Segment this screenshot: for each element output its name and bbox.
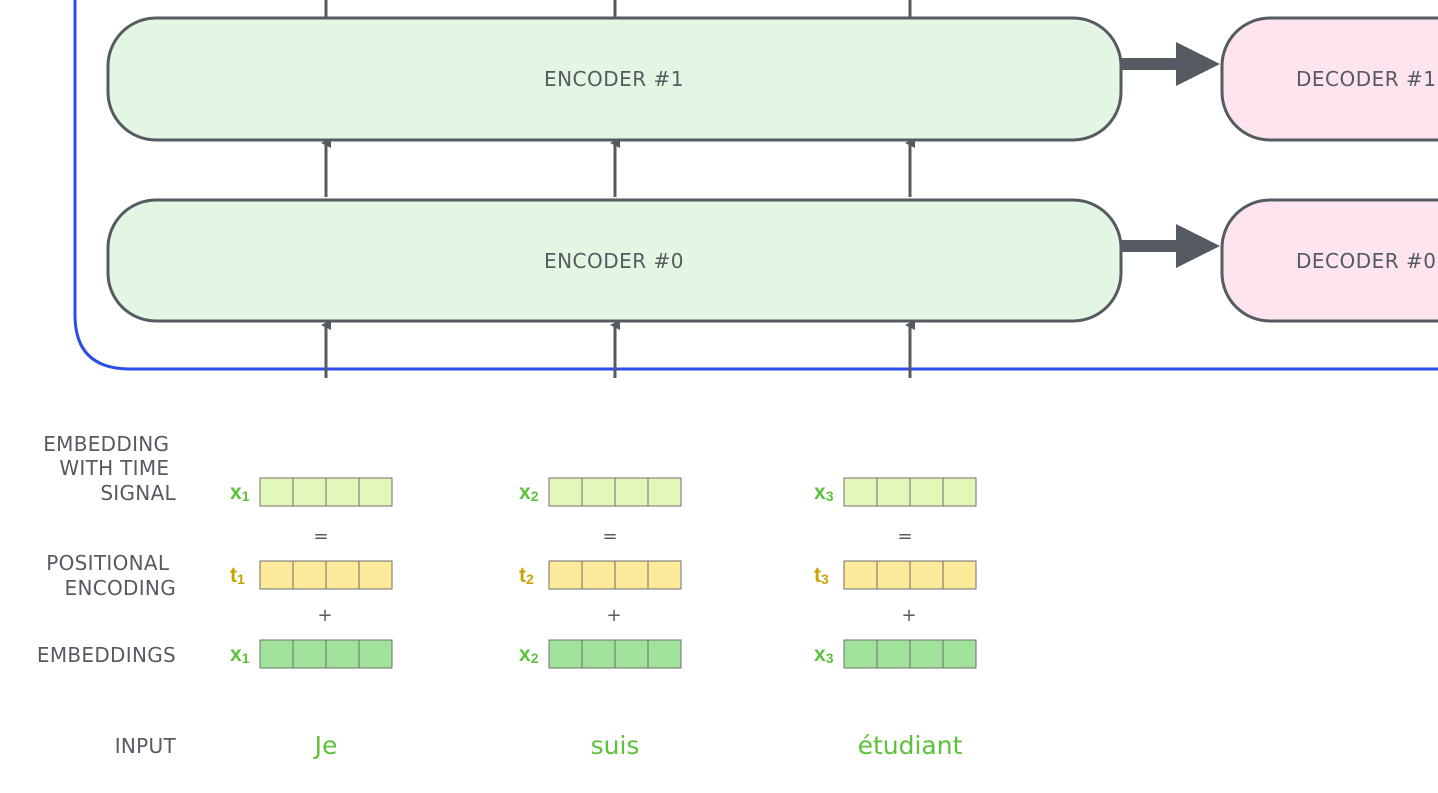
embedding-vector-cell	[548, 639, 583, 669]
signal-vector-cell	[909, 477, 944, 507]
embedding-vector-label-1: x1	[230, 643, 250, 666]
signal-vector-cell	[548, 477, 583, 507]
decoder-0: DECODER #0	[1220, 198, 1438, 323]
equals-sign-1: =	[313, 526, 328, 547]
signal-vector-cell	[581, 477, 616, 507]
embedding-vector-cell	[292, 639, 327, 669]
positional-vector-label-1: t1	[230, 564, 245, 587]
label-positional-encoding: POSITIONAL ENCODING	[46, 551, 176, 600]
positional-vector-cell	[942, 560, 977, 590]
signal-vector-cell	[358, 477, 393, 507]
stack-border	[73, 0, 1438, 371]
embedding-vector-cell	[843, 639, 878, 669]
signal-vector-label-2: x2	[519, 481, 539, 504]
encoder-1-to-decoder-1-arrow	[1121, 42, 1220, 86]
signal-vector-cell	[942, 477, 977, 507]
plus-sign-1: +	[317, 605, 332, 626]
signal-vector-cell	[614, 477, 649, 507]
embedding-vector-label-3: x3	[814, 643, 834, 666]
positional-vector-cell	[548, 560, 583, 590]
embedding-vector-cell	[259, 639, 294, 669]
embedding-vector-cell	[581, 639, 616, 669]
decoder-1-label: DECODER #1	[1296, 67, 1437, 91]
input-to-encoder-0-arrows	[321, 320, 915, 378]
top-connectors	[324, 0, 912, 17]
decoder-0-box	[1220, 198, 1438, 323]
plus-sign-3: +	[901, 605, 916, 626]
positional-vector-label-3: t3	[814, 564, 829, 587]
encoder-0-to-decoder-0-arrow	[1121, 224, 1220, 268]
equals-sign-3: =	[897, 526, 912, 547]
token-columns: x1 t1 x1 = + Je x2 t2 x2 = + suis x3 t3 x3 = + étudiant	[230, 477, 977, 760]
embedding-vector-cell	[614, 639, 649, 669]
encoder-1: ENCODER #1	[106, 16, 1123, 142]
positional-vector-cell	[647, 560, 682, 590]
encoder-1-label: ENCODER #1	[544, 67, 684, 91]
positional-vector-cell	[292, 560, 327, 590]
equals-sign-2: =	[602, 526, 617, 547]
positional-vector-cell	[876, 560, 911, 590]
plus-sign-2: +	[606, 605, 621, 626]
signal-vector-cell	[843, 477, 878, 507]
token-column-2: x2 t2 x2 = + suis	[519, 477, 682, 760]
row-labels: EMBEDDING WITH TIME SIGNAL POSITIONAL EN…	[37, 432, 177, 758]
positional-vector-label-2: t2	[519, 564, 534, 587]
encoder-0-to-encoder-1-arrows	[321, 138, 915, 197]
label-embedding-with-time-signal: EMBEDDING WITH TIME SIGNAL	[43, 432, 176, 505]
embedding-vector-cell	[647, 639, 682, 669]
embedding-vector-cell	[942, 639, 977, 669]
positional-vector-cell	[581, 560, 616, 590]
token-column-3: x3 t3 x3 = + étudiant	[814, 477, 977, 760]
positional-vector-cell	[325, 560, 360, 590]
decoder-0-label: DECODER #0	[1296, 249, 1437, 273]
label-embeddings: EMBEDDINGS	[37, 643, 176, 667]
token-column-1: x1 t1 x1 = + Je	[230, 477, 393, 760]
input-word-2: suis	[591, 731, 640, 760]
positional-vector-cell	[259, 560, 294, 590]
signal-vector-cell	[876, 477, 911, 507]
signal-vector-label-1: x1	[230, 481, 250, 504]
positional-vector-cell	[843, 560, 878, 590]
encoder-0-label: ENCODER #0	[544, 249, 684, 273]
decoder-1: DECODER #1	[1220, 16, 1438, 142]
encoder-0: ENCODER #0	[106, 198, 1123, 323]
embedding-vector-cell	[325, 639, 360, 669]
signal-vector-label-3: x3	[814, 481, 834, 504]
signal-vector-cell	[292, 477, 327, 507]
embedding-vector-cell	[876, 639, 911, 669]
label-input: INPUT	[115, 734, 177, 758]
embedding-vector-cell	[909, 639, 944, 669]
decoder-1-box	[1220, 16, 1438, 142]
input-word-3: étudiant	[858, 731, 963, 760]
positional-vector-cell	[909, 560, 944, 590]
signal-vector-cell	[647, 477, 682, 507]
embedding-vector-cell	[358, 639, 393, 669]
input-word-1: Je	[313, 731, 338, 760]
signal-vector-cell	[325, 477, 360, 507]
positional-vector-cell	[614, 560, 649, 590]
embedding-vector-label-2: x2	[519, 643, 539, 666]
positional-vector-cell	[358, 560, 393, 590]
signal-vector-cell	[259, 477, 294, 507]
